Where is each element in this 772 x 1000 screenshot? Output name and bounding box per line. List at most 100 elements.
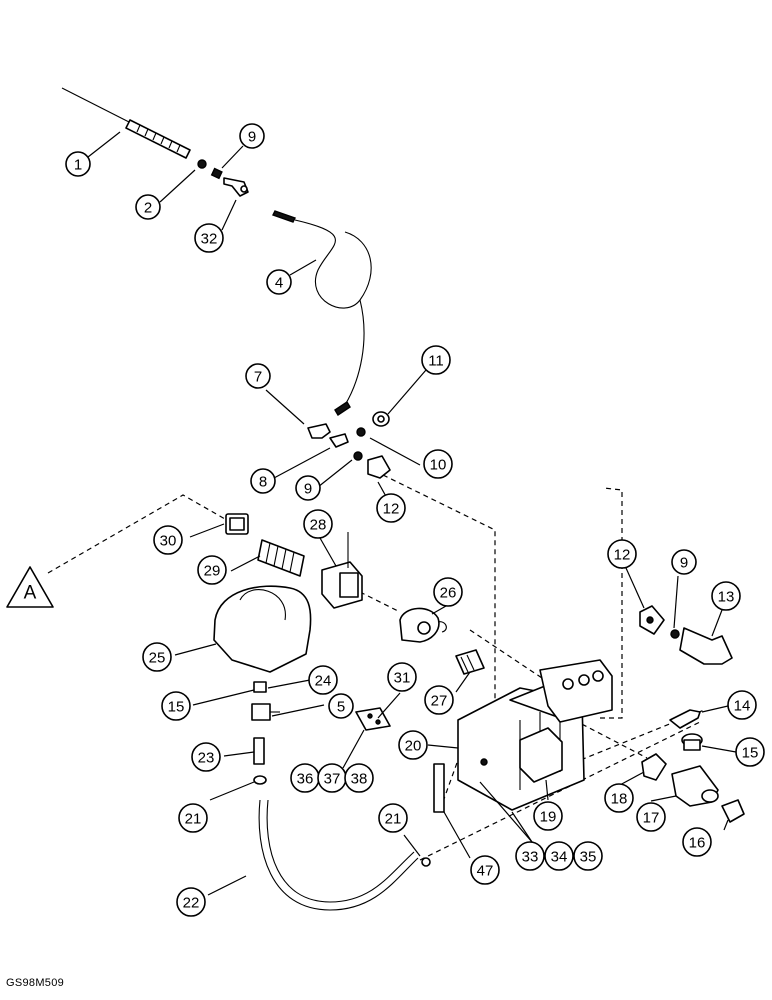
callout-label: 18 — [611, 791, 628, 808]
callout-circle — [245, 363, 271, 389]
callout-label: 31 — [394, 670, 411, 687]
callout-label: 4 — [275, 275, 283, 292]
callout-circle — [423, 449, 453, 479]
part-16-plug — [721, 799, 745, 823]
callout-circle — [735, 737, 765, 767]
callout-label: 15 — [168, 699, 185, 716]
part-9-nut-right — [670, 629, 680, 639]
callout-5: 5 — [328, 693, 354, 719]
callout-circle — [671, 549, 697, 575]
callout-25: 25 — [142, 642, 172, 672]
callout-label: 22 — [183, 895, 200, 912]
part-22-hose — [258, 799, 419, 911]
callout-circle — [433, 577, 463, 607]
callout-21a: 21 — [178, 803, 208, 833]
callout-7: 7 — [245, 363, 271, 389]
callout-29: 29 — [197, 555, 227, 585]
callout-circle — [515, 841, 545, 871]
part-26-clamp — [399, 607, 447, 643]
view-reference-triangle: A — [6, 566, 54, 608]
callout-13: 13 — [711, 581, 741, 611]
callout-circle — [344, 763, 374, 793]
callout-21b: 21 — [378, 803, 408, 833]
callout-circle — [266, 269, 292, 295]
callout-47: 47 — [470, 855, 500, 885]
part-1-wand — [61, 87, 191, 159]
callout-circle — [376, 493, 406, 523]
part-2-nut — [197, 159, 207, 169]
callout-10: 10 — [423, 449, 453, 479]
callout-label: 20 — [405, 738, 422, 755]
callout-label: 37 — [324, 771, 341, 788]
callout-34: 34 — [544, 841, 574, 871]
callout-label: 9 — [248, 129, 256, 146]
callout-17: 17 — [636, 802, 666, 832]
callout-31: 31 — [387, 662, 417, 692]
callout-label: 21 — [385, 811, 402, 828]
callout-1: 1 — [65, 151, 91, 177]
callout-2: 2 — [135, 194, 161, 220]
part-31-plate — [355, 707, 391, 731]
callout-circle — [178, 803, 208, 833]
callout-circle — [295, 475, 321, 501]
callout-18: 18 — [604, 783, 634, 813]
callout-label: 15 — [742, 745, 759, 762]
callout-9b: 9 — [295, 475, 321, 501]
part-30-plug — [225, 513, 249, 535]
callout-label: 25 — [149, 650, 166, 667]
callout-37: 37 — [317, 763, 347, 793]
callout-circle — [387, 662, 417, 692]
callout-15b: 15 — [735, 737, 765, 767]
part-18-coupler — [641, 753, 667, 781]
callout-label: 26 — [440, 585, 457, 602]
part-13-quick-coupler — [679, 627, 733, 665]
part-23-barb — [253, 737, 265, 765]
callout-16: 16 — [682, 827, 712, 857]
callout-circle — [153, 525, 183, 555]
part-32-elbow — [223, 177, 249, 197]
part-12-coupler-left — [367, 455, 391, 479]
callout-label: 10 — [430, 457, 447, 474]
callout-circle — [239, 123, 265, 149]
part-17-tee — [671, 765, 719, 807]
callout-circle — [711, 581, 741, 611]
callout-12a: 12 — [376, 493, 406, 523]
callout-circle — [378, 803, 408, 833]
callout-4: 4 — [266, 269, 292, 295]
callout-circle — [421, 345, 451, 375]
callout-30: 30 — [153, 525, 183, 555]
callout-label: 9 — [680, 555, 688, 572]
callout-27: 27 — [424, 685, 454, 715]
callout-label: 28 — [310, 517, 327, 534]
part-12-coupler-right — [639, 605, 665, 635]
callout-label: 29 — [204, 563, 221, 580]
callout-circle — [607, 539, 637, 569]
part-9-fitting-top — [210, 167, 223, 180]
callout-label: 24 — [315, 673, 332, 690]
part-4-hose — [272, 210, 372, 416]
callout-28: 28 — [303, 509, 333, 539]
callout-label: 13 — [718, 589, 735, 606]
callout-14: 14 — [727, 690, 757, 720]
callout-label: 9 — [304, 481, 312, 498]
callout-circle — [544, 841, 574, 871]
callout-label: 35 — [580, 849, 597, 866]
callout-label: 34 — [551, 849, 568, 866]
callout-circle — [573, 841, 603, 871]
callout-label: 38 — [351, 771, 368, 788]
callout-8: 8 — [250, 468, 276, 494]
callout-circle — [727, 690, 757, 720]
callout-label: 2 — [144, 200, 152, 217]
callout-circle — [636, 802, 666, 832]
part-29-filter — [257, 539, 305, 577]
callout-label: 7 — [254, 369, 262, 386]
callout-label: 8 — [259, 474, 267, 491]
callout-circle — [197, 555, 227, 585]
part-10-nut — [356, 427, 366, 437]
callout-label: 30 — [160, 533, 177, 550]
callout-19: 19 — [533, 801, 563, 831]
part-15-cap-right — [681, 733, 703, 751]
callout-circle — [682, 827, 712, 857]
